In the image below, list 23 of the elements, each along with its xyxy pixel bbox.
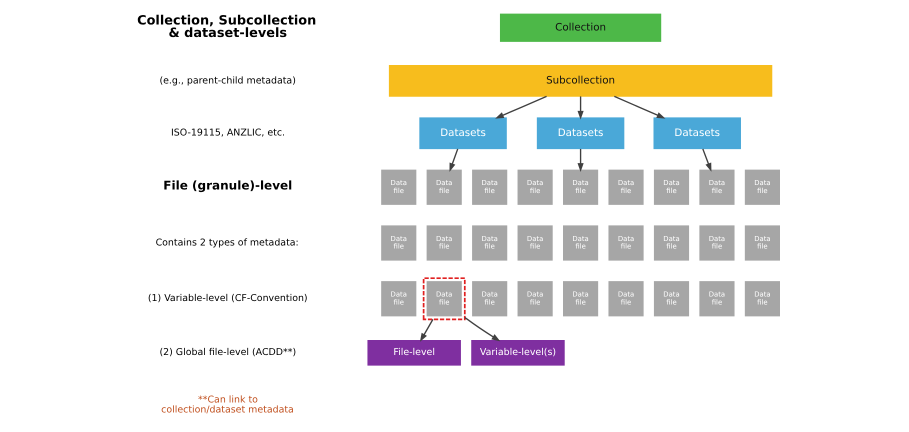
node-box: Variable-level(s) — [471, 340, 565, 366]
arrow — [578, 96, 584, 120]
label: (2) Global file-level (ACDD**) — [159, 347, 296, 358]
arrow — [464, 316, 500, 342]
node-box: Datasets — [653, 117, 741, 150]
node-box: File-level — [367, 340, 461, 366]
label: File (granule)-level — [163, 178, 292, 193]
label: (e.g., parent-child metadata) — [159, 75, 296, 86]
label: ISO-19115, ANZLIC, etc. — [171, 128, 286, 139]
label: Collection, Subcollection & dataset-levels — [137, 13, 316, 42]
arrow — [495, 96, 547, 119]
node-box: Datasets — [536, 117, 624, 150]
label: Contains 2 types of metadata: — [156, 237, 299, 248]
arrow — [449, 148, 458, 172]
arrow — [702, 148, 712, 172]
label: (1) Variable-level (CF-Convention) — [148, 293, 308, 304]
arrow — [578, 148, 584, 172]
node-box: Subcollection — [388, 65, 772, 97]
label: **Can link to collection/dataset metadata — [161, 394, 294, 416]
node-box: Collection — [500, 14, 662, 42]
arrow — [420, 319, 434, 342]
node-box: Datasets — [419, 117, 507, 150]
arrow — [614, 96, 666, 119]
